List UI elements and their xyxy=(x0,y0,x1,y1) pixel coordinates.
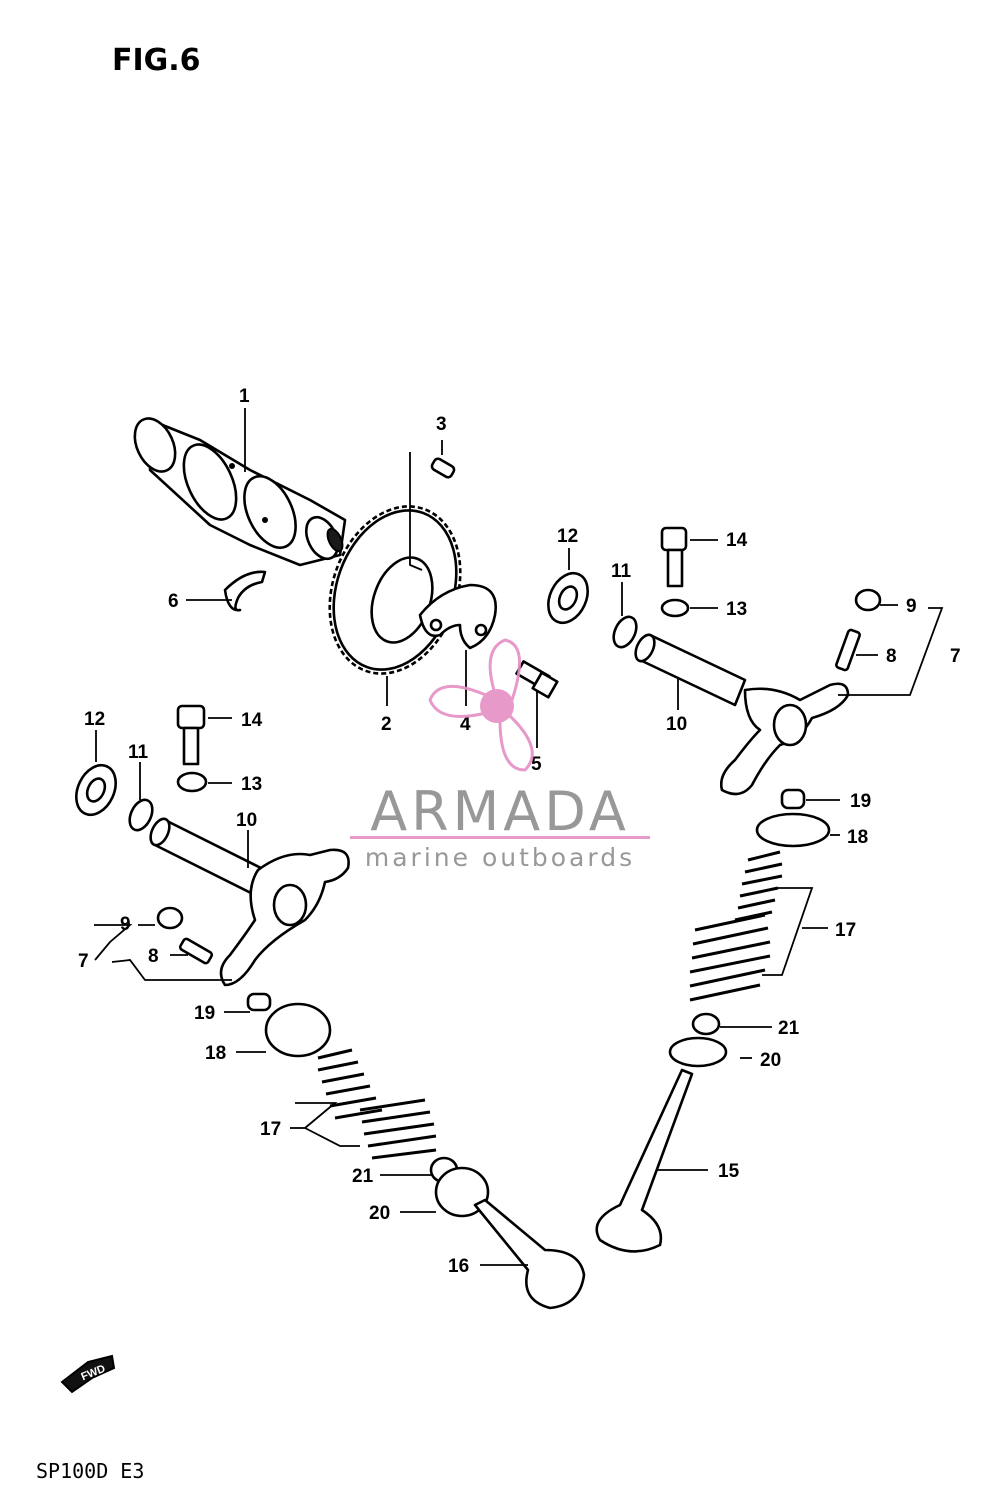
part-rocker-arm-left xyxy=(219,848,350,987)
callout-7-right: 7 xyxy=(950,646,961,667)
callout-12-right: 12 xyxy=(557,526,578,547)
part-lock-nut-left xyxy=(156,906,184,930)
callout-4: 4 xyxy=(460,714,471,735)
part-spring-retainer-right xyxy=(755,812,831,848)
callout-14-right: 14 xyxy=(726,530,748,551)
callout-21-left: 21 xyxy=(352,1166,374,1187)
callout-14-left: 14 xyxy=(241,710,263,731)
callout-20-right: 20 xyxy=(760,1050,781,1071)
callout-8-left: 8 xyxy=(148,946,159,967)
part-retaining-clip xyxy=(223,570,267,612)
part-exhaust-valve xyxy=(595,1068,694,1253)
part-bolt-washer-left xyxy=(176,771,208,793)
part-rocker-arm-right xyxy=(720,682,850,796)
part-camshaft xyxy=(133,417,347,567)
part-sprocket-plate xyxy=(418,583,498,650)
propeller-logo-icon xyxy=(428,638,534,772)
callout-18-right: 18 xyxy=(847,827,868,848)
part-spring-seat-right xyxy=(668,1036,728,1068)
callout-13-right: 13 xyxy=(726,599,747,620)
part-valve-cotter-right xyxy=(780,788,806,810)
leader-lines xyxy=(94,408,944,1266)
callout-5: 5 xyxy=(531,754,542,775)
part-rocker-shaft-right xyxy=(634,633,747,707)
callout-10-left: 10 xyxy=(236,810,257,831)
part-o-ring-right xyxy=(612,615,638,649)
part-rocker-bolt-right xyxy=(660,526,688,588)
callout-19-left: 19 xyxy=(194,1003,215,1024)
callout-16: 16 xyxy=(448,1256,469,1277)
callout-3: 3 xyxy=(436,414,447,435)
callout-19-right: 19 xyxy=(850,791,871,812)
callout-18-left: 18 xyxy=(205,1043,226,1064)
part-lock-nut-right xyxy=(854,588,882,612)
part-dowel-pin xyxy=(430,457,456,479)
callout-6: 6 xyxy=(168,591,179,612)
part-valve-spring-right xyxy=(689,850,783,1002)
callout-7-left: 7 xyxy=(78,951,89,972)
forward-arrow-icon: FWD xyxy=(60,1354,116,1394)
model-code: SP100D E3 xyxy=(36,1459,144,1483)
callout-labels: 1 2 3 4 5 6 7 7 8 8 9 9 10 10 11 11 12 1… xyxy=(78,386,961,1277)
callout-9-left: 9 xyxy=(120,914,131,935)
watermark-tagline: marine outboards xyxy=(365,843,635,872)
part-sprocket-bolt xyxy=(515,660,559,699)
callout-12-left: 12 xyxy=(84,709,105,730)
callout-20-left: 20 xyxy=(369,1203,390,1224)
callout-15: 15 xyxy=(718,1161,740,1182)
callout-11-right: 11 xyxy=(611,561,632,582)
callout-11-left: 11 xyxy=(128,742,149,763)
callout-21-right: 21 xyxy=(778,1018,800,1039)
callout-2: 2 xyxy=(381,714,392,735)
part-adjust-screw-right xyxy=(835,628,861,672)
callout-8-right: 8 xyxy=(886,646,897,667)
part-intake-valve xyxy=(473,1198,586,1310)
part-spring-retainer-left xyxy=(264,1002,332,1058)
callout-13-left: 13 xyxy=(241,774,262,795)
figure-title: FIG.6 xyxy=(112,43,201,78)
watermark: ARMADA marine outboards xyxy=(350,638,650,872)
part-adjust-screw-left xyxy=(178,937,214,965)
part-valve-cotter-left xyxy=(246,992,272,1012)
part-rocker-bolt-left xyxy=(176,704,206,766)
callout-10-right: 10 xyxy=(666,714,687,735)
part-bolt-washer-right xyxy=(660,598,690,618)
watermark-brand: ARMADA xyxy=(370,780,630,843)
callout-1: 1 xyxy=(239,386,250,407)
callout-17-right: 17 xyxy=(835,920,856,941)
part-valve-spring-left xyxy=(317,1048,437,1160)
callout-17-left: 17 xyxy=(260,1119,281,1140)
part-stem-seal-right xyxy=(691,1012,721,1036)
part-o-ring-left xyxy=(128,798,154,832)
callout-9-right: 9 xyxy=(906,596,917,617)
